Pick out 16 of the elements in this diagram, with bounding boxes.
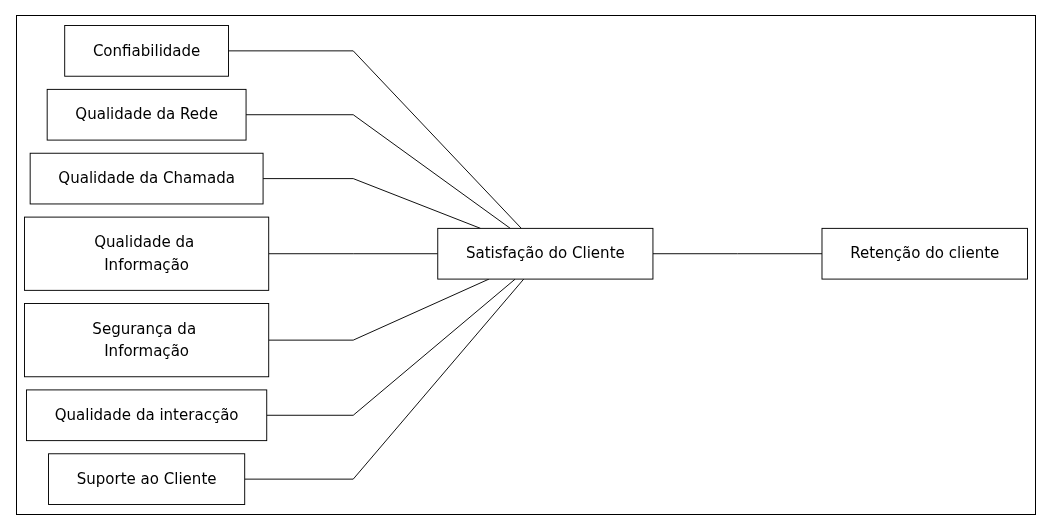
connector bbox=[651, 252, 822, 254]
node-box: Qualidade da interacção bbox=[25, 388, 267, 441]
node-box: Qualidade da Rede bbox=[46, 88, 247, 141]
node-box: Qualidade da Informação bbox=[23, 216, 269, 291]
node-box: Satisfação do Cliente bbox=[436, 227, 653, 280]
connector bbox=[267, 252, 438, 254]
connector bbox=[267, 278, 489, 341]
node-box: Confiabilidade bbox=[63, 24, 229, 77]
node-box: Suporte ao Cliente bbox=[47, 452, 245, 505]
connector bbox=[245, 113, 511, 229]
connector bbox=[243, 278, 524, 480]
node-box: Qualidade da Chamada bbox=[29, 152, 264, 204]
connector bbox=[265, 278, 516, 416]
node-box: Segurança da Informação bbox=[23, 302, 269, 377]
connector bbox=[227, 49, 522, 229]
node-box: Retenção do cliente bbox=[821, 227, 1028, 280]
